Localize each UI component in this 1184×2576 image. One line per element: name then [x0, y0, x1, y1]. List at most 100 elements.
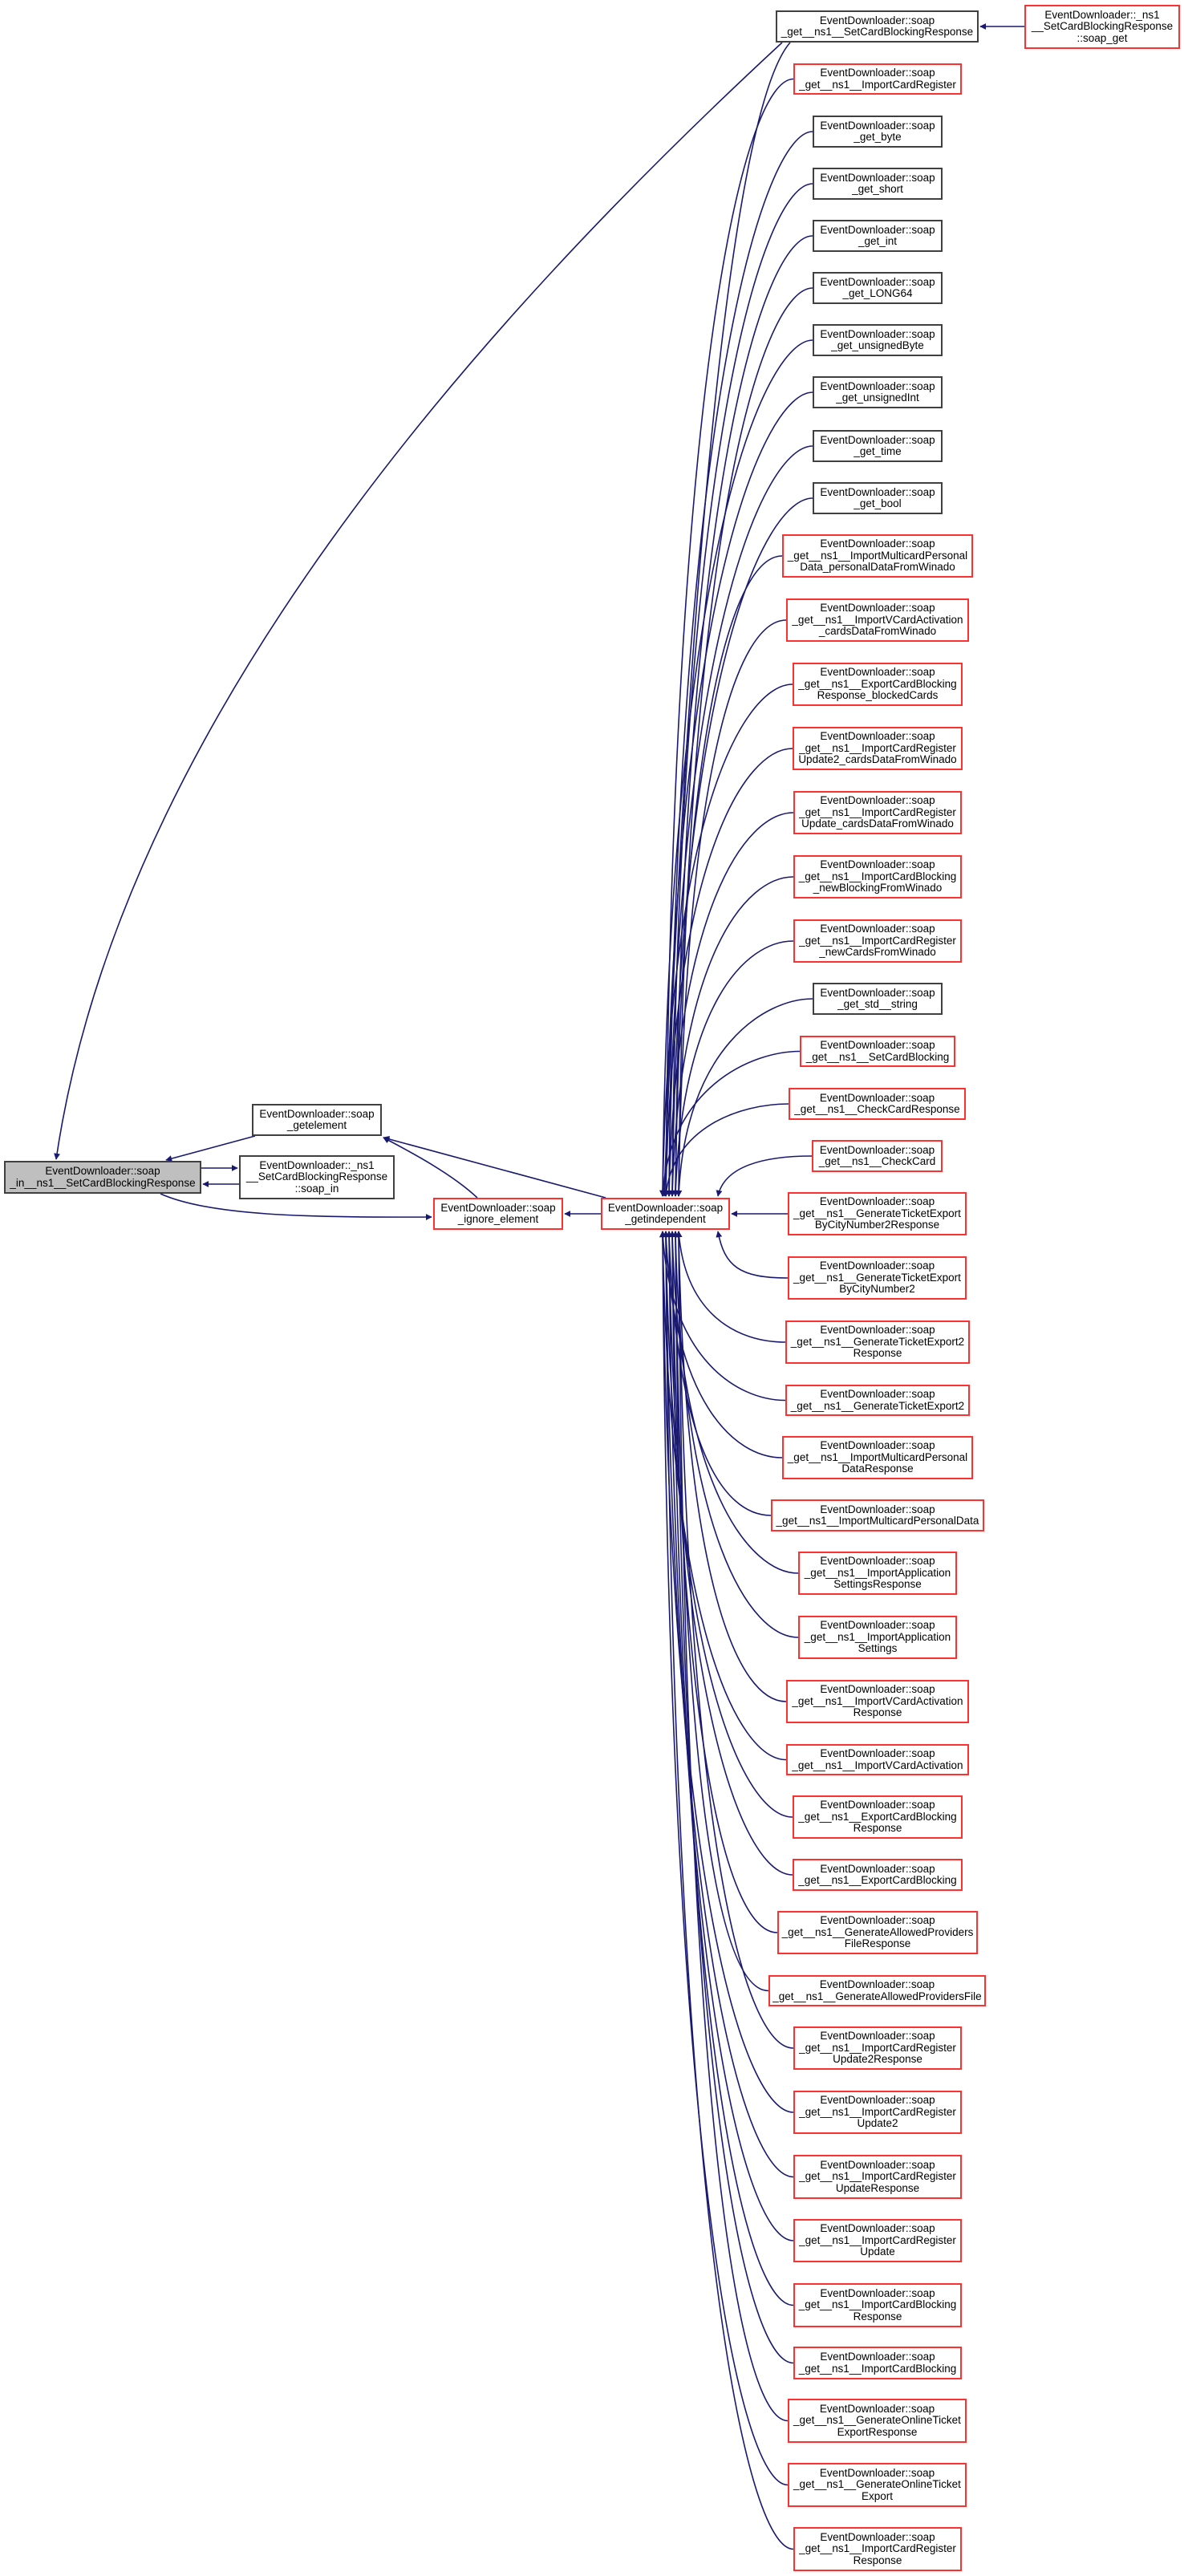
- node-label-line: EventDownloader::soap: [820, 1862, 935, 1875]
- node-label-line: DataResponse: [841, 1462, 914, 1475]
- node-caller[interactable]: EventDownloader::soap_get_time: [813, 430, 943, 462]
- node-getelement[interactable]: EventDownloader::soap_getelement: [252, 1104, 382, 1136]
- edge-to-getindependent: [675, 1231, 787, 1702]
- node-caller[interactable]: EventDownloader::soap_get__ns1__ExportCa…: [793, 1795, 963, 1839]
- edge-to-getindependent: [663, 1231, 794, 2178]
- node-label-line: _get__ns1__GenerateTicketExport: [793, 1207, 961, 1219]
- node-label-line: __SetCardBlockingResponse: [1031, 20, 1174, 33]
- node-caller[interactable]: EventDownloader::soap_get__ns1__CheckCar…: [812, 1140, 943, 1172]
- edge-to-getindependent: [669, 497, 813, 1197]
- node-label-line: __SetCardBlockingResponse: [245, 1170, 388, 1183]
- edge-to-getindependent: [675, 998, 813, 1197]
- node-label-line: _get__ns1__ImportCardRegister: [799, 2041, 956, 2054]
- node-caller[interactable]: EventDownloader::soap_get_byte: [813, 116, 943, 148]
- node-main[interactable]: EventDownloader::soap_in__ns1__SetCardBl…: [4, 1161, 201, 1194]
- node-label-line: EventDownloader::soap: [607, 1201, 724, 1214]
- node-label-line: EventDownloader::soap: [820, 379, 935, 392]
- node-caller[interactable]: EventDownloader::soap_get__ns1__ImportCa…: [793, 791, 962, 834]
- node-label-line: _get__ns1__ImportApplication: [804, 1566, 951, 1579]
- node-caller[interactable]: EventDownloader::soap_get_unsignedInt: [813, 376, 943, 408]
- node-caller[interactable]: EventDownloader::soap_get__ns1__Generate…: [768, 1975, 986, 2006]
- node-caller[interactable]: EventDownloader::soap_get__ns1__ImportCa…: [793, 2091, 962, 2134]
- node-caller[interactable]: EventDownloader::soap_get__ns1__ImportCa…: [793, 727, 963, 770]
- node-getindependent[interactable]: EventDownloader::soap_getindependent: [601, 1198, 730, 1230]
- node-label-line: _get__ns1__GenerateTicketExport: [793, 1271, 961, 1284]
- node-label-line: _get__ns1__ImportVCardActivation: [792, 1694, 963, 1707]
- edge-to-getindependent: [675, 1231, 794, 2049]
- node-label-line: _get__ns1__GenerateTicketExport2: [790, 1399, 965, 1412]
- node-label-line: _get__ns1__CheckCardResponse: [794, 1103, 960, 1115]
- edge-to-getindependent: [663, 391, 813, 1197]
- edge-to-getindependent: [663, 1231, 783, 1458]
- node-caller[interactable]: EventDownloader::soap_get__ns1__ImportMu…: [771, 1499, 984, 1531]
- node-caller[interactable]: EventDownloader::soap_get_short: [813, 168, 943, 200]
- node-caller[interactable]: EventDownloader::soap_get__ns1__Generate…: [785, 1385, 970, 1416]
- node-caller[interactable]: EventDownloader::soap_get_bool: [813, 482, 943, 514]
- node-label-line: _get__ns1__ImportCardBlocking: [798, 2298, 957, 2311]
- node-label-line: EventDownloader::soap: [820, 2094, 935, 2107]
- node-caller[interactable]: EventDownloader::soap_get__ns1__ImportCa…: [793, 919, 962, 963]
- node-label-line: EventDownloader::soap: [259, 1107, 375, 1120]
- node-caller[interactable]: EventDownloader::soap_get__ns1__ImportCa…: [793, 2155, 962, 2199]
- node-caller[interactable]: EventDownloader::soap_get__ns1__Generate…: [788, 1192, 967, 1235]
- edge-to-getindependent: [669, 876, 794, 1197]
- node-caller[interactable]: EventDownloader::soap_get__ns1__CheckCar…: [789, 1088, 966, 1120]
- node-label-line: EventDownloader::soap: [820, 327, 935, 340]
- node-caller[interactable]: EventDownloader::soap_get__ns1__SetCardB…: [800, 1036, 955, 1067]
- node-caller[interactable]: EventDownloader::soap_get__ns1__ImportCa…: [793, 63, 962, 95]
- node-label-line: EventDownloader::soap: [820, 666, 935, 679]
- node-caller[interactable]: EventDownloader::soap_get__ns1__ImportCa…: [793, 2219, 962, 2262]
- node-caller[interactable]: EventDownloader::soap_get__ns1__ImportVC…: [786, 1680, 969, 1723]
- node-caller[interactable]: EventDownloader::soap_get__ns1__ImportCa…: [793, 855, 962, 899]
- node-caller[interactable]: EventDownloader::soap_get__ns1__ImportCa…: [793, 2283, 962, 2327]
- node-label-line: Update_cardsDataFromWinado: [801, 817, 954, 830]
- node-label-line: _get__ns1__ImportCardRegister: [799, 741, 956, 754]
- edge-to-getindependent: [669, 1231, 778, 1933]
- node-label-line: ByCityNumber2: [839, 1283, 915, 1296]
- node-caller[interactable]: EventDownloader::soap_get__ns1__Generate…: [788, 2399, 967, 2443]
- node-label-line: _getelement: [286, 1119, 347, 1131]
- node-label-line: EventDownloader::soap: [820, 1799, 935, 1811]
- node-caller[interactable]: EventDownloader::soap_get__ns1__ImportCa…: [793, 2527, 962, 2571]
- node-label-line: EventDownloader::soap: [820, 2530, 935, 2543]
- node-caller[interactable]: EventDownloader::soap_get__ns1__Generate…: [777, 1911, 978, 1954]
- node-caller[interactable]: EventDownloader::soap_get_int: [813, 220, 943, 252]
- node-label-line: Update: [860, 2245, 895, 2258]
- node-caller[interactable]: EventDownloader::soap_get_LONG64: [813, 272, 943, 304]
- node-caller[interactable]: EventDownloader::soap_get__ns1__ImportCa…: [793, 2347, 962, 2379]
- node-label-line: _get_bool: [854, 497, 902, 509]
- node-label-line: _get_byte: [854, 131, 902, 143]
- node-caller[interactable]: EventDownloader::soap_get__ns1__ImportVC…: [786, 598, 969, 642]
- node-label-line: EventDownloader::soap: [820, 1439, 935, 1452]
- node-label-line: EventDownloader::_ns1: [259, 1158, 375, 1171]
- node-label-line: EventDownloader::soap: [820, 1747, 935, 1759]
- edge-to-getindependent: [666, 1231, 794, 2241]
- node-caller[interactable]: EventDownloader::soap_get__ns1__ExportCa…: [793, 663, 963, 706]
- node-caller[interactable]: EventDownloader::soap_get__ns1__ImportMu…: [782, 534, 973, 578]
- node-soap-in[interactable]: EventDownloader::_ns1__SetCardBlockingRe…: [239, 1155, 395, 1199]
- node-label-line: _get__ns1__ExportCardBlocking: [798, 1810, 957, 1823]
- node-soap-get[interactable]: EventDownloader::_ns1__SetCardBlockingRe…: [1024, 5, 1180, 49]
- node-caller[interactable]: EventDownloader::soap_get__ns1__Generate…: [788, 2463, 967, 2507]
- node-caller[interactable]: EventDownloader::soap_get__ns1__Generate…: [788, 1256, 967, 1300]
- node-caller[interactable]: EventDownloader::soap_get__ns1__ImportAp…: [798, 1616, 957, 1659]
- edge-to-getindependent: [663, 1231, 794, 2550]
- node-label-line: _get__ns1__ImportMulticardPersonalData: [776, 1515, 979, 1527]
- node-caller[interactable]: EventDownloader::soap_get__ns1__Generate…: [785, 1320, 970, 1364]
- node-caller[interactable]: EventDownloader::soap_get_unsignedByte: [813, 324, 943, 356]
- node-caller[interactable]: EventDownloader::soap_get__ns1__ImportCa…: [793, 2026, 962, 2070]
- edge-to-getindependent: [659, 1050, 801, 1197]
- node-caller[interactable]: EventDownloader::soap_get__ns1__SetCardB…: [776, 10, 979, 43]
- node-caller[interactable]: EventDownloader::soap_get__ns1__ImportMu…: [782, 1436, 973, 1479]
- node-caller[interactable]: EventDownloader::soap_get_std__string: [813, 983, 943, 1015]
- node-caller[interactable]: EventDownloader::soap_get__ns1__ImportAp…: [798, 1552, 957, 1595]
- node-label-line: EventDownloader::soap: [820, 485, 935, 498]
- node-caller[interactable]: EventDownloader::soap_get__ns1__ExportCa…: [793, 1859, 963, 1891]
- node-label-line: Settings: [858, 1642, 898, 1655]
- node-label-line: EventDownloader::soap: [819, 2466, 935, 2479]
- node-label-line: EventDownloader::soap: [820, 433, 935, 446]
- node-label-line: EventDownloader::soap: [820, 2286, 935, 2299]
- node-caller[interactable]: EventDownloader::soap_get__ns1__ImportVC…: [786, 1744, 969, 1775]
- node-ignore-element[interactable]: EventDownloader::soap_ignore_element: [433, 1198, 563, 1230]
- node-label-line: _in__ns1__SetCardBlockingResponse: [10, 1176, 196, 1189]
